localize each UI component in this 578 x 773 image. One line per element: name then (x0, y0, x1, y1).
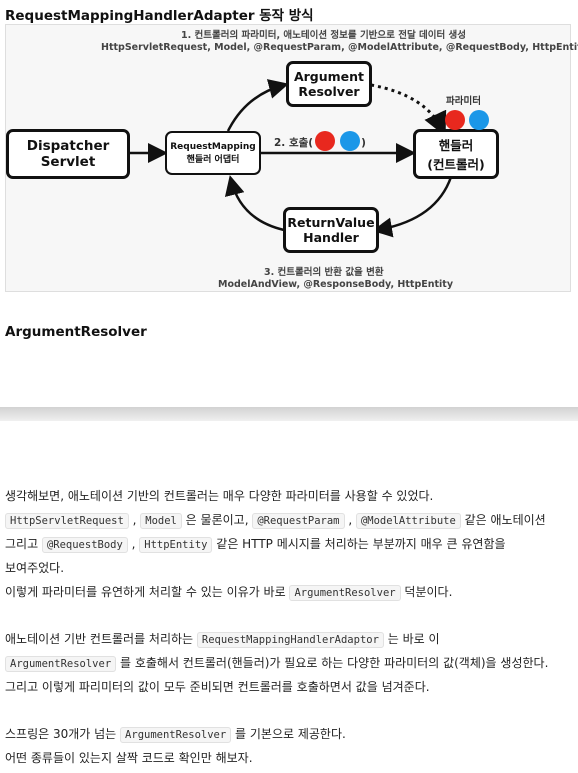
text-span: 그리고 (5, 537, 42, 551)
text-span: 생각해보면, 애노테이션 기반의 컨트롤러는 매우 다양한 파라미터를 사용할 … (5, 489, 434, 503)
arrow-handler-to-return-value-handler (372, 176, 453, 238)
call-red-dot (315, 131, 335, 151)
handler-box: 핸들러 (컨트롤러) (413, 129, 499, 179)
paragraph-line: 보여주었다. (5, 556, 64, 580)
text-span: 는 바로 이 (383, 632, 440, 646)
paragraph-line: 생각해보면, 애노테이션 기반의 컨트롤러는 매우 다양한 파라미터를 사용할 … (5, 484, 433, 508)
text-span: 은 물론이고, (181, 513, 253, 527)
arrow-argument-resolver-to-handler (370, 83, 447, 137)
dispatcher-servlet-box: Dispatcher Servlet (6, 129, 130, 179)
text-span: , (127, 537, 140, 551)
text-span: 스프링은 30개가 넘는 (5, 727, 121, 741)
params-label: 파라미터 (446, 96, 481, 107)
text-span: 같은 HTTP 메시지를 처리하는 부분까지 매우 큰 유연함을 (212, 537, 506, 551)
text-span: 이렇게 파라미터를 유연하게 처리할 수 있는 이유가 바로 (5, 585, 290, 599)
adapter-flow-diagram: 1. 컨트롤러의 파라미터, 애노테이션 정보를 기반으로 전달 데이터 생성 … (5, 24, 578, 292)
text-span: 를 기본으로 제공한다. (231, 727, 346, 741)
caption-top-2: HttpServletRequest, Model, @RequestParam… (101, 42, 578, 53)
caption-bottom-2: ModelAndView, @ResponseBody, HttpEntity (218, 279, 454, 290)
section-heading-argument-resolver: ArgumentResolver (5, 324, 147, 340)
diagram-arrows (129, 79, 453, 238)
paragraph-line: 그리고 이렇게 파리미터의 값이 모두 준비되면 컨트롤러를 호출하면서 값을 … (5, 675, 430, 699)
text-span: 어떤 종류들이 있는지 살짝 코드로 확인만 해보자. (5, 751, 253, 765)
inline-code: RequestMappingHandlerAdaptor (196, 632, 384, 648)
paragraph-line: 스프링은 30개가 넘는 ArgumentResolver 를 기본으로 제공한… (5, 722, 346, 747)
paragraph-line: HttpServletRequest , Model 은 물론이고, @Requ… (5, 508, 546, 533)
text-span: 를 호출해서 컨트롤러(핸들러)가 필요로 하는 다양한 파라미터의 값(객체)… (116, 656, 549, 670)
call-label-prefix: 2. 호출( (274, 137, 314, 149)
inline-code: @ModelAttribute (355, 513, 461, 529)
inline-code: @RequestBody (41, 537, 128, 553)
inline-code: ArgumentResolver (5, 656, 117, 672)
request-mapping-adapter-box: RequestMapping 핸들러 어댑터 (165, 131, 261, 175)
section-divider (0, 407, 578, 421)
call-label: 2. 호출() (274, 135, 366, 150)
return-value-handler-label: ReturnValue Handler (287, 215, 375, 245)
text-span: 덕분이다. (400, 585, 453, 599)
adapter-label-line2: 핸들러 어댑터 (186, 154, 240, 165)
inline-code: @RequestParam (252, 513, 345, 529)
caption-bottom-1: 3. 컨트롤러의 반환 값을 변환 (264, 267, 384, 278)
argument-resolver-box: Argument Resolver (286, 61, 372, 107)
text-span: 같은 애노테이션 (460, 513, 546, 527)
param-red-dot (445, 110, 465, 130)
text-span: , (128, 513, 141, 527)
paragraph-line: ArgumentResolver 를 호출해서 컨트롤러(핸들러)가 필요로 하… (5, 651, 548, 676)
inline-code: HttpServletRequest (5, 513, 129, 529)
param-blue-dot (469, 110, 489, 130)
inline-code: Model (140, 513, 182, 529)
caption-top-1: 1. 컨트롤러의 파라미터, 애노테이션 정보를 기반으로 전달 데이터 생성 (181, 30, 467, 41)
inline-code: ArgumentResolver (120, 727, 232, 743)
paragraph-line: 그리고 @RequestBody , HttpEntity 같은 HTTP 메시… (5, 532, 506, 557)
call-blue-dot (340, 131, 360, 151)
paragraph-line: 이렇게 파라미터를 유연하게 처리할 수 있는 이유가 바로 ArgumentR… (5, 580, 452, 605)
text-span: 그리고 이렇게 파리미터의 값이 모두 준비되면 컨트롤러를 호출하면서 값을 … (5, 680, 430, 694)
arrow-adapter-to-argument-resolver (226, 79, 289, 132)
handler-label: 핸들러 (컨트롤러) (427, 138, 485, 172)
text-span: , (344, 513, 356, 527)
text-span: 보여주었다. (5, 561, 65, 575)
page-title: RequestMappingHandlerAdapter 동작 방식 (5, 8, 314, 24)
text-span: 애노테이션 기반 컨트롤러를 처리하는 (5, 632, 197, 646)
arrow-return-value-handler-to-adapter (224, 175, 285, 232)
argument-resolver-label: Argument Resolver (293, 69, 365, 99)
dispatcher-servlet-label: Dispatcher Servlet (26, 138, 110, 170)
inline-code: ArgumentResolver (289, 585, 401, 601)
paragraph-line: 어떤 종류들이 있는지 살짝 코드로 확인만 해보자. (5, 746, 253, 770)
inline-code: HttpEntity (139, 537, 213, 553)
return-value-handler-box: ReturnValue Handler (283, 207, 379, 253)
adapter-label-line1: RequestMapping (170, 141, 256, 152)
call-label-suffix: ) (361, 137, 366, 149)
paragraph-line: 애노테이션 기반 컨트롤러를 처리하는 RequestMappingHandle… (5, 627, 440, 652)
